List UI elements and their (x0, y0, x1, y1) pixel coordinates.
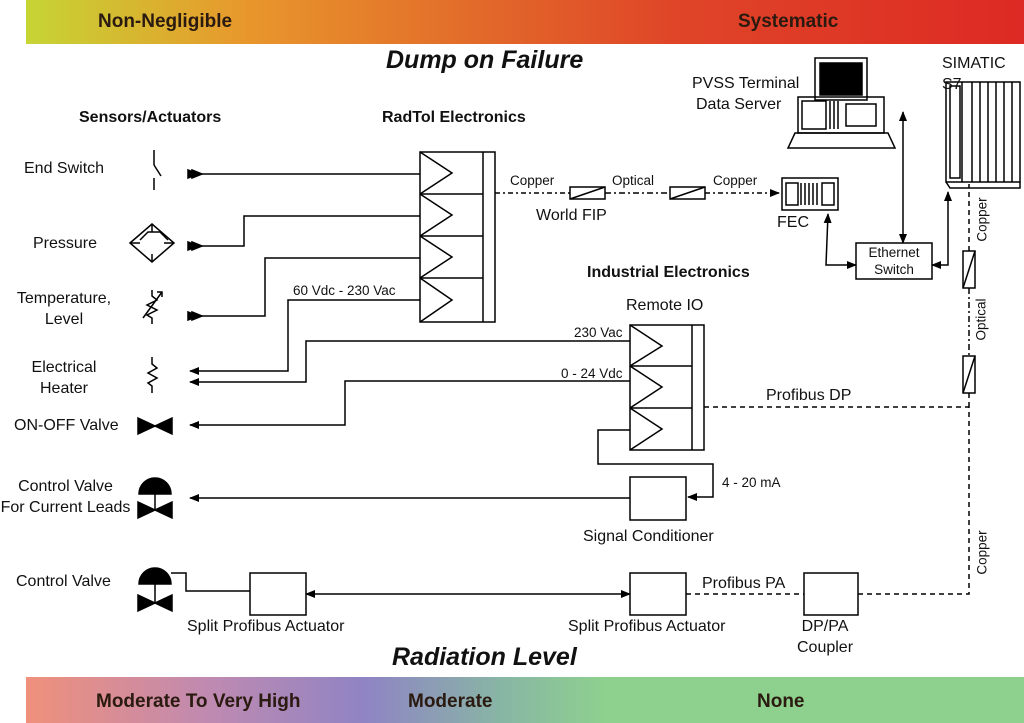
end-switch-label: End Switch (24, 160, 105, 177)
copper-vertical-top-label: Copper (974, 197, 990, 242)
radtol-electronics-heading: RadTol Electronics (382, 109, 526, 126)
coupler-label: Coupler (796, 639, 854, 656)
optical-link-label: Optical (612, 173, 655, 188)
control-valve-cl-label-line2: For Current Leads (0, 499, 131, 516)
band-label-moderate-to-very-high: Moderate To Very High (96, 691, 301, 712)
fec-device (781, 177, 839, 211)
copper-vertical-bottom-label: Copper (974, 530, 990, 575)
pvss-terminal-label: PVSS Terminal (692, 75, 800, 92)
fec-label: FEC (777, 214, 809, 231)
level-label: Level (44, 311, 84, 328)
ethernet-label: Ethernet (868, 245, 920, 260)
end-switch-symbol (153, 150, 162, 190)
band-label-systematic: Systematic (738, 11, 839, 32)
heater-symbol (146, 357, 159, 393)
control-valve-symbol (137, 567, 173, 613)
vdc-0-24-label: 0 - 24 Vdc (561, 366, 623, 381)
pvss-terminal-computer (786, 57, 897, 149)
world-fip-label: World FIP (536, 207, 607, 224)
onoff-valve-symbol (137, 416, 173, 436)
temperature-label: Temperature, (16, 290, 112, 307)
onoff-valve-label: ON-OFF Valve (14, 417, 119, 434)
vac-230-label: 230 Vac (574, 325, 623, 340)
remote-io-label: Remote IO (626, 297, 704, 314)
voltage-range-label: 60 Vdc - 230 Vac (293, 283, 396, 298)
split-actuator-left-box (249, 572, 307, 616)
pressure-symbol (128, 223, 176, 263)
signal-conditioner-box (629, 476, 687, 521)
profibus-dp-label: Profibus DP (766, 387, 852, 404)
temperature-level-symbol (142, 290, 163, 324)
split-actuator-left-label: Split Profibus Actuator (187, 618, 345, 635)
radtol-electronics-block (419, 151, 496, 323)
current-4-20ma-label: 4 - 20 mA (722, 475, 781, 490)
control-valve-cl-symbol (137, 477, 173, 520)
simatic-s7-plc (945, 81, 1021, 189)
band-label-moderate: Moderate (408, 691, 493, 712)
copper-link-label-2: Copper (713, 173, 758, 188)
heater-label: Heater (39, 380, 89, 397)
simatic-s7-label: SIMATIC S7 (942, 55, 1006, 93)
sensors-actuators-heading: Sensors/Actuators (79, 109, 222, 126)
radiation-band-bottom (26, 677, 1024, 723)
remote-io-block (629, 324, 705, 451)
signal-conditioner-label: Signal Conditioner (583, 528, 714, 545)
optical-vertical-label: Optical (973, 298, 989, 341)
band-label-none: None (757, 691, 805, 712)
dp-pa-label: DP/PA (801, 618, 849, 635)
dump-on-failure-title: Dump on Failure (386, 46, 584, 74)
split-actuator-right-box (629, 572, 687, 616)
copper-link-label-1: Copper (510, 173, 555, 188)
control-valve-cl-label-line1: Control Valve (18, 478, 113, 495)
switch-label: Switch (874, 262, 914, 277)
band-label-non-negligible: Non-Negligible (98, 11, 233, 32)
radiation-level-title: Radiation Level (392, 643, 577, 671)
industrial-electronics-heading: Industrial Electronics (587, 264, 750, 281)
risk-band-top (26, 0, 1024, 44)
electrical-label: Electrical (31, 359, 97, 376)
data-server-label: Data Server (696, 96, 782, 113)
control-valve-label: Control Valve (16, 573, 111, 590)
pressure-label: Pressure (33, 235, 98, 252)
dp-pa-coupler-box (803, 572, 859, 616)
sensor-input-markers (187, 168, 205, 322)
profibus-pa-label: Profibus PA (702, 575, 786, 592)
split-actuator-right-label: Split Profibus Actuator (568, 618, 726, 635)
optical-converter-lower (962, 355, 976, 394)
